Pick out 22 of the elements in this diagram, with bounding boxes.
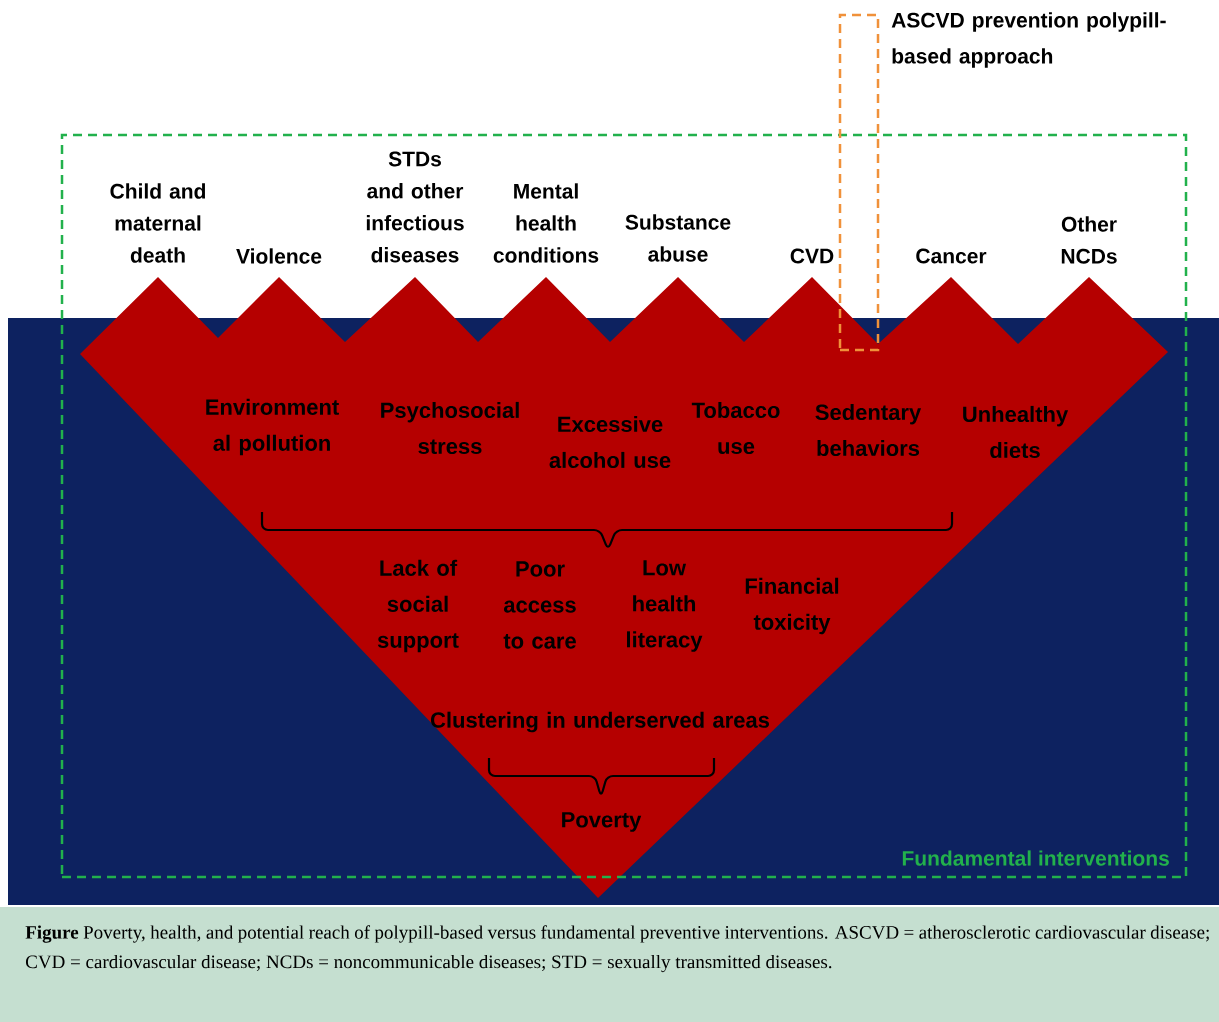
label-text: Tobacco use [691, 401, 780, 455]
label-text: Environment al pollution [206, 398, 339, 456]
label-text: Poverty [562, 812, 642, 832]
label-text: STDs and other infectious diseases [366, 151, 464, 263]
label-text: Excessive alcohol use [549, 415, 671, 469]
label-text: Low health literacy [627, 560, 703, 652]
label-text: Unhealthy diets [963, 405, 1069, 459]
label-text: CVD [790, 248, 834, 264]
label-text: Violence [236, 248, 322, 264]
label-text: Substance abuse [625, 214, 731, 262]
label-text: Sedentary behaviors [815, 403, 922, 457]
label-text: Mental health conditions [493, 183, 599, 263]
caption-text: Figure Poverty, health, and potential reach of polypill-based versus fundamental preventive interventions. ASCVD = atherosclerotic cardiovascular disease; CVD = cardiovascular disease; NCDs = noncommunicable diseases; STD = sexually transmitted diseases. [25, 925, 1209, 973]
label-text: Clustering in underserved areas [430, 711, 769, 733]
label-text: Child and maternal death [110, 183, 206, 263]
label-text: Psychosocial stress [381, 401, 519, 455]
label-text: Lack of social support [377, 559, 459, 653]
node-label: ASCVD prevention polypill-based approach [891, 12, 1166, 68]
label-text: Cancer [916, 248, 987, 264]
label-text: Financial toxicity [745, 577, 839, 635]
label-text: Poor access to care [503, 561, 576, 649]
label-text: Other NCDs [1061, 216, 1117, 264]
